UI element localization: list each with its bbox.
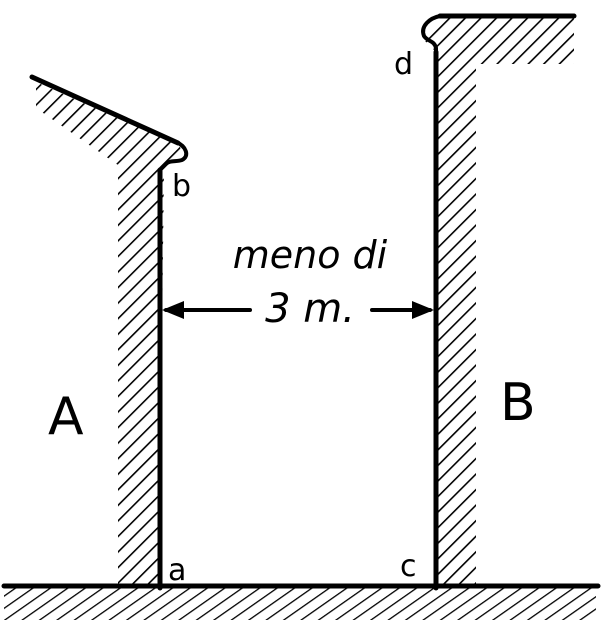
arrow-left-icon [162, 301, 184, 319]
wall-b-label: B [500, 373, 536, 433]
dimension-text-top: meno di [233, 233, 388, 277]
wall-a [29, 74, 189, 591]
point-a-label: a [168, 553, 186, 588]
dimension-arrows [162, 301, 434, 319]
ground [1, 583, 601, 620]
point-d-label: d [394, 47, 413, 82]
wall-a-label: A [48, 387, 84, 447]
point-b-label: b [172, 169, 191, 204]
wall-b [421, 13, 577, 591]
dimension-text-bottom: 3 m. [265, 286, 355, 332]
point-c-label: c [400, 549, 417, 584]
arrow-right-icon [412, 301, 434, 319]
